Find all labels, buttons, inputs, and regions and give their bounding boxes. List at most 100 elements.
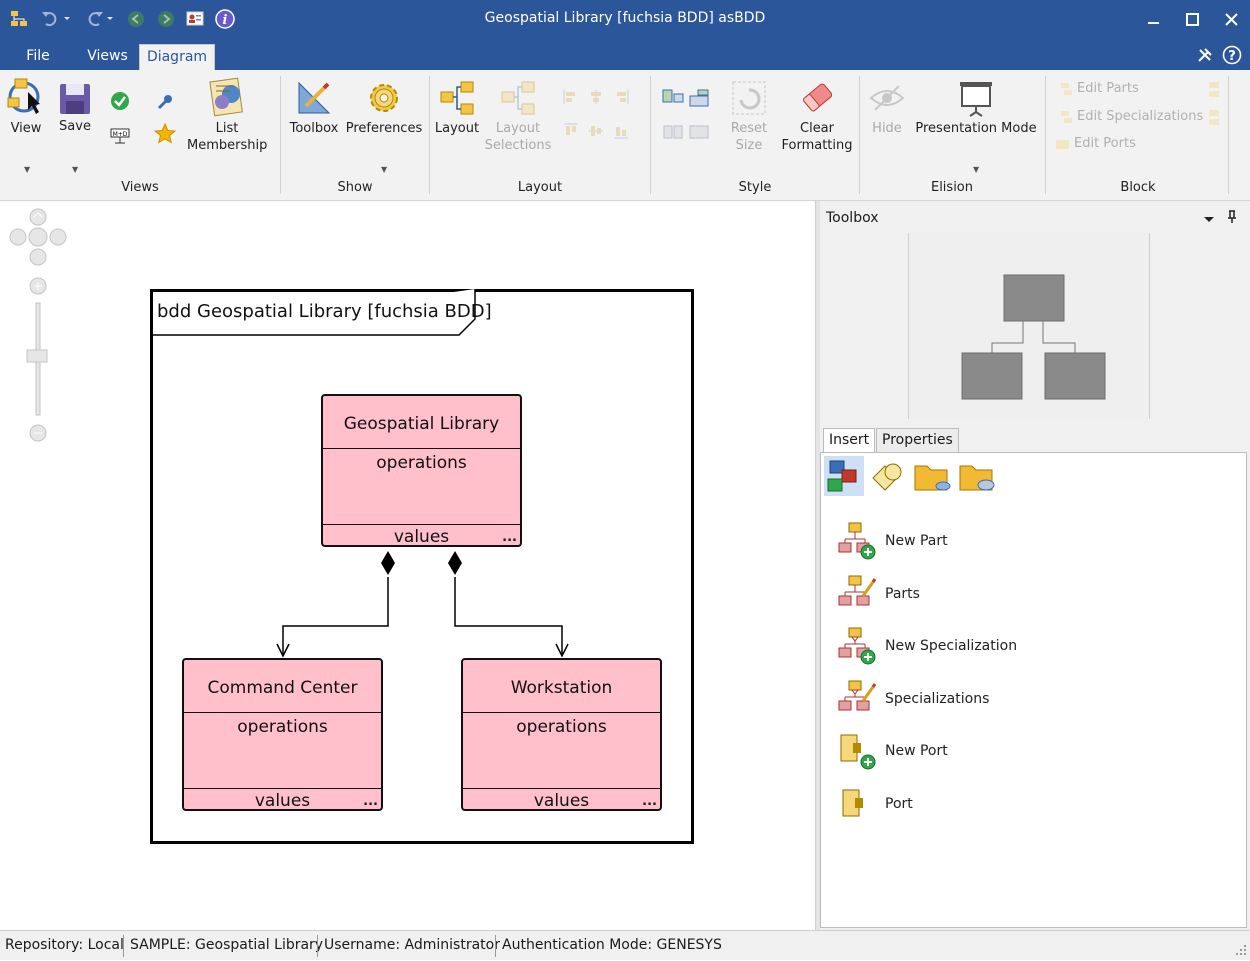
toolbox-button[interactable]: Toolbox bbox=[286, 78, 342, 137]
palette-shapes-icon[interactable] bbox=[869, 458, 907, 498]
block-divider bbox=[184, 788, 381, 789]
pin-icon[interactable] bbox=[155, 90, 177, 116]
size-to-fit-icon[interactable] bbox=[688, 122, 710, 146]
close-button[interactable] bbox=[1214, 6, 1248, 32]
hide-button[interactable]: Hide bbox=[864, 78, 910, 137]
status-repository: Repository: Local bbox=[5, 937, 124, 953]
insert-parts[interactable]: Parts bbox=[837, 574, 920, 614]
reset-size-button[interactable]: Reset Size bbox=[724, 78, 774, 154]
more-icon[interactable]: ... bbox=[363, 794, 378, 809]
edit-specializations-button[interactable]: Edit Specializations bbox=[1060, 109, 1203, 124]
preferences-dropdown-icon[interactable]: ▼ bbox=[381, 165, 388, 174]
block-workstation[interactable]: Workstation operations values ... bbox=[461, 658, 662, 811]
align-top-icon[interactable] bbox=[562, 122, 580, 144]
block-geospatial-library[interactable]: Geospatial Library operations values ... bbox=[321, 394, 522, 547]
favorite-star-icon[interactable] bbox=[153, 122, 177, 148]
block-operations: operations bbox=[237, 717, 328, 737]
layout-button[interactable]: Layout bbox=[433, 78, 481, 137]
status-bar: Repository: Local SAMPLE: Geospatial Lib… bbox=[0, 930, 1250, 960]
same-height-icon[interactable] bbox=[662, 122, 684, 146]
info-icon[interactable]: i bbox=[215, 9, 235, 29]
user-card-icon[interactable] bbox=[185, 9, 205, 29]
tab-properties[interactable]: Properties bbox=[876, 428, 959, 453]
insert-new-part[interactable]: New Part bbox=[837, 521, 948, 561]
clear-formatting-button[interactable]: Clear Formatting bbox=[780, 78, 854, 154]
app-logo-icon[interactable] bbox=[9, 9, 29, 29]
presentation-mode-button[interactable]: Presentation Mode bbox=[914, 78, 1038, 137]
zoom-pan-control[interactable] bbox=[6, 207, 70, 447]
port-icon bbox=[842, 789, 863, 817]
status-username: Username: Administrator bbox=[324, 937, 500, 953]
view-button[interactable]: View bbox=[3, 76, 49, 137]
save-button[interactable]: Save bbox=[55, 82, 95, 135]
insert-new-specialization[interactable]: New Specialization bbox=[837, 626, 1017, 666]
save-dropdown-icon[interactable]: ▼ bbox=[72, 165, 79, 174]
tab-views[interactable]: Views bbox=[87, 48, 128, 64]
toolbox-title: Toolbox bbox=[826, 210, 879, 226]
align-bottom-icon[interactable] bbox=[612, 122, 630, 144]
block-operations: operations bbox=[516, 717, 607, 737]
diagram-canvas[interactable]: bdd Geospatial Library [fuchsia BDD] Geo… bbox=[0, 201, 815, 930]
forward-icon[interactable] bbox=[156, 9, 176, 29]
tab-insert[interactable]: Insert bbox=[823, 428, 876, 453]
view-dropdown-icon[interactable]: ▼ bbox=[24, 165, 31, 174]
same-size-icon[interactable] bbox=[662, 88, 684, 112]
window-title: Geospatial Library [fuchsia BDD] asBDD bbox=[484, 10, 766, 26]
edit-parts-label: Edit Parts bbox=[1077, 81, 1139, 96]
align-center-icon[interactable] bbox=[587, 88, 605, 110]
undo-icon[interactable] bbox=[40, 9, 70, 29]
list-membership-label: List Membership bbox=[187, 121, 268, 153]
pan-down-icon bbox=[29, 248, 47, 266]
edit-ports-label: Edit Ports bbox=[1074, 136, 1136, 151]
ribbon-separator bbox=[859, 76, 860, 194]
layout-selections-button[interactable]: Layout Selections bbox=[483, 78, 553, 154]
tab-diagram[interactable]: Diagram bbox=[139, 44, 215, 70]
hide-icon bbox=[869, 85, 905, 111]
show-group-label: Show bbox=[337, 180, 373, 195]
pin-panel-icon[interactable] bbox=[1226, 210, 1238, 228]
preferences-button[interactable]: Preferences bbox=[345, 78, 423, 137]
align-middle-icon[interactable] bbox=[587, 122, 605, 144]
reset-size-icon bbox=[732, 81, 766, 115]
edit-ports-button[interactable]: Edit Ports bbox=[1055, 136, 1136, 151]
panel-splitter[interactable] bbox=[815, 201, 820, 930]
validate-icon[interactable] bbox=[109, 90, 131, 116]
settings-tools-icon[interactable] bbox=[1195, 45, 1215, 65]
list-membership-button[interactable]: List Membership bbox=[187, 76, 267, 154]
block-tool-icon[interactable] bbox=[1207, 80, 1223, 104]
specializations-icon bbox=[838, 680, 877, 711]
palette-blocks-icon[interactable] bbox=[824, 456, 864, 496]
minimize-button[interactable] bbox=[1137, 6, 1171, 32]
redo-icon[interactable] bbox=[85, 9, 113, 29]
edit-parts-button[interactable]: Edit Parts bbox=[1060, 81, 1139, 96]
elision-group-label: Elision bbox=[930, 180, 973, 195]
toolbox-preview bbox=[908, 233, 1150, 419]
block-tool-icon[interactable] bbox=[1207, 108, 1223, 132]
insert-specializations[interactable]: Specializations bbox=[837, 679, 989, 719]
align-left-icon[interactable] bbox=[562, 88, 580, 110]
block-values: values bbox=[254, 791, 311, 811]
palette-package-icon[interactable] bbox=[958, 458, 998, 498]
maximize-button[interactable] bbox=[1175, 6, 1209, 32]
insert-item-label: New Specialization bbox=[885, 638, 1018, 654]
resize-grip-icon[interactable] bbox=[1234, 943, 1248, 961]
help-icon[interactable]: ? bbox=[1222, 45, 1242, 65]
align-right-icon[interactable] bbox=[612, 88, 630, 110]
block-command-center[interactable]: Command Center operations values ... bbox=[182, 658, 383, 811]
more-icon[interactable]: ... bbox=[502, 530, 517, 545]
same-width-icon[interactable] bbox=[688, 88, 710, 112]
tab-file[interactable]: File bbox=[26, 48, 50, 64]
presentation-dropdown-icon[interactable]: ▼ bbox=[973, 165, 980, 174]
toolbox-menu-icon[interactable] bbox=[1204, 213, 1214, 228]
mdk-icon[interactable]: M+D bbox=[109, 125, 131, 151]
new-specialization-icon bbox=[838, 627, 876, 665]
svg-text:?: ? bbox=[1228, 49, 1236, 64]
back-icon[interactable] bbox=[126, 9, 146, 29]
insert-port[interactable]: Port bbox=[837, 784, 913, 824]
more-icon[interactable]: ... bbox=[642, 794, 657, 809]
new-part-icon bbox=[838, 522, 876, 560]
pan-right-icon bbox=[49, 228, 67, 246]
palette-folder-icon[interactable] bbox=[913, 458, 953, 498]
svg-text:M+D: M+D bbox=[113, 131, 128, 138]
insert-new-port[interactable]: New Port bbox=[837, 731, 948, 771]
